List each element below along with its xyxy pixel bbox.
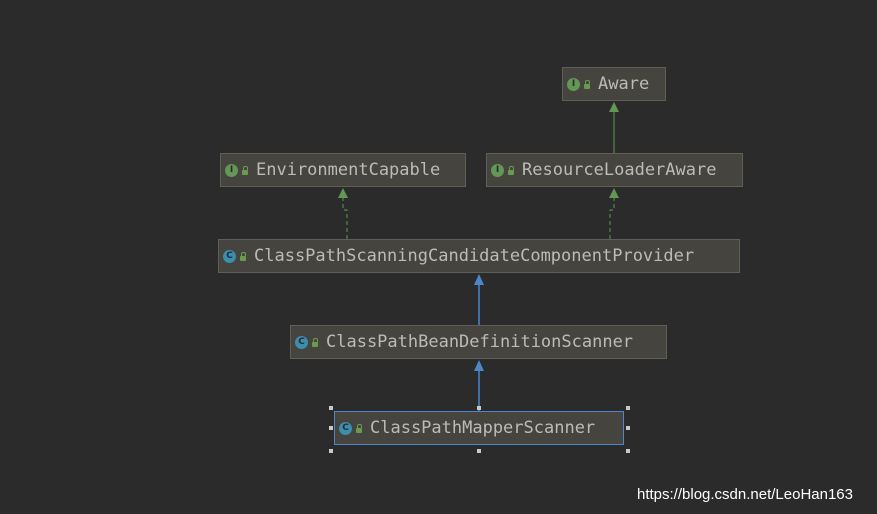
- selection-handle-middle-left[interactable]: [329, 426, 333, 430]
- node-label: EnvironmentCapable: [256, 160, 441, 180]
- interface-icon: I: [491, 163, 504, 177]
- arrowhead-beandefinitionscanner: [474, 360, 484, 371]
- public-visibility-icon: [508, 165, 514, 175]
- node-aware[interactable]: I Aware: [562, 67, 666, 101]
- node-label: ClassPathBeanDefinitionScanner: [326, 332, 634, 352]
- node-scanning-candidate-component-provider[interactable]: C ClassPathScanningCandidateComponentPro…: [218, 239, 740, 273]
- selection-handle-top-left[interactable]: [329, 406, 333, 410]
- class-icon: C: [223, 249, 236, 263]
- selection-handle-bottom-left[interactable]: [329, 449, 333, 453]
- selection-handle-bottom-right[interactable]: [626, 449, 630, 453]
- selection-handle-middle-right[interactable]: [626, 426, 630, 430]
- arrowhead-aware: [609, 102, 619, 112]
- node-environment-capable[interactable]: I EnvironmentCapable: [220, 153, 466, 187]
- arrowhead-environmentcapable: [338, 188, 348, 198]
- node-label: ClassPathScanningCandidateComponentProvi…: [254, 246, 695, 266]
- node-label: ResourceLoaderAware: [522, 160, 717, 180]
- interface-icon: I: [567, 77, 580, 91]
- arrowhead-resourceloaderaware: [609, 188, 619, 198]
- node-resource-loader-aware[interactable]: I ResourceLoaderAware: [486, 153, 743, 187]
- public-visibility-icon: [240, 251, 246, 261]
- selection-handle-top-middle[interactable]: [477, 406, 481, 410]
- selection-handle-top-right[interactable]: [626, 406, 630, 410]
- arrowhead-provider: [474, 274, 484, 285]
- edge-provider-environmentcapable: [342, 198, 348, 239]
- public-visibility-icon: [356, 423, 362, 433]
- class-icon: C: [339, 421, 352, 435]
- class-icon: C: [295, 335, 308, 349]
- watermark: https://blog.csdn.net/LeoHan163: [637, 486, 853, 503]
- public-visibility-icon: [312, 337, 318, 347]
- selection-handle-bottom-middle[interactable]: [477, 449, 481, 453]
- node-bean-definition-scanner[interactable]: C ClassPathBeanDefinitionScanner: [290, 325, 667, 359]
- node-label: ClassPathMapperScanner: [370, 418, 596, 438]
- node-mapper-scanner[interactable]: C ClassPathMapperScanner: [334, 411, 624, 445]
- public-visibility-icon: [584, 79, 590, 89]
- interface-icon: I: [225, 163, 238, 177]
- public-visibility-icon: [242, 165, 248, 175]
- edge-provider-resourceloaderaware: [609, 198, 615, 239]
- node-label: Aware: [598, 74, 650, 94]
